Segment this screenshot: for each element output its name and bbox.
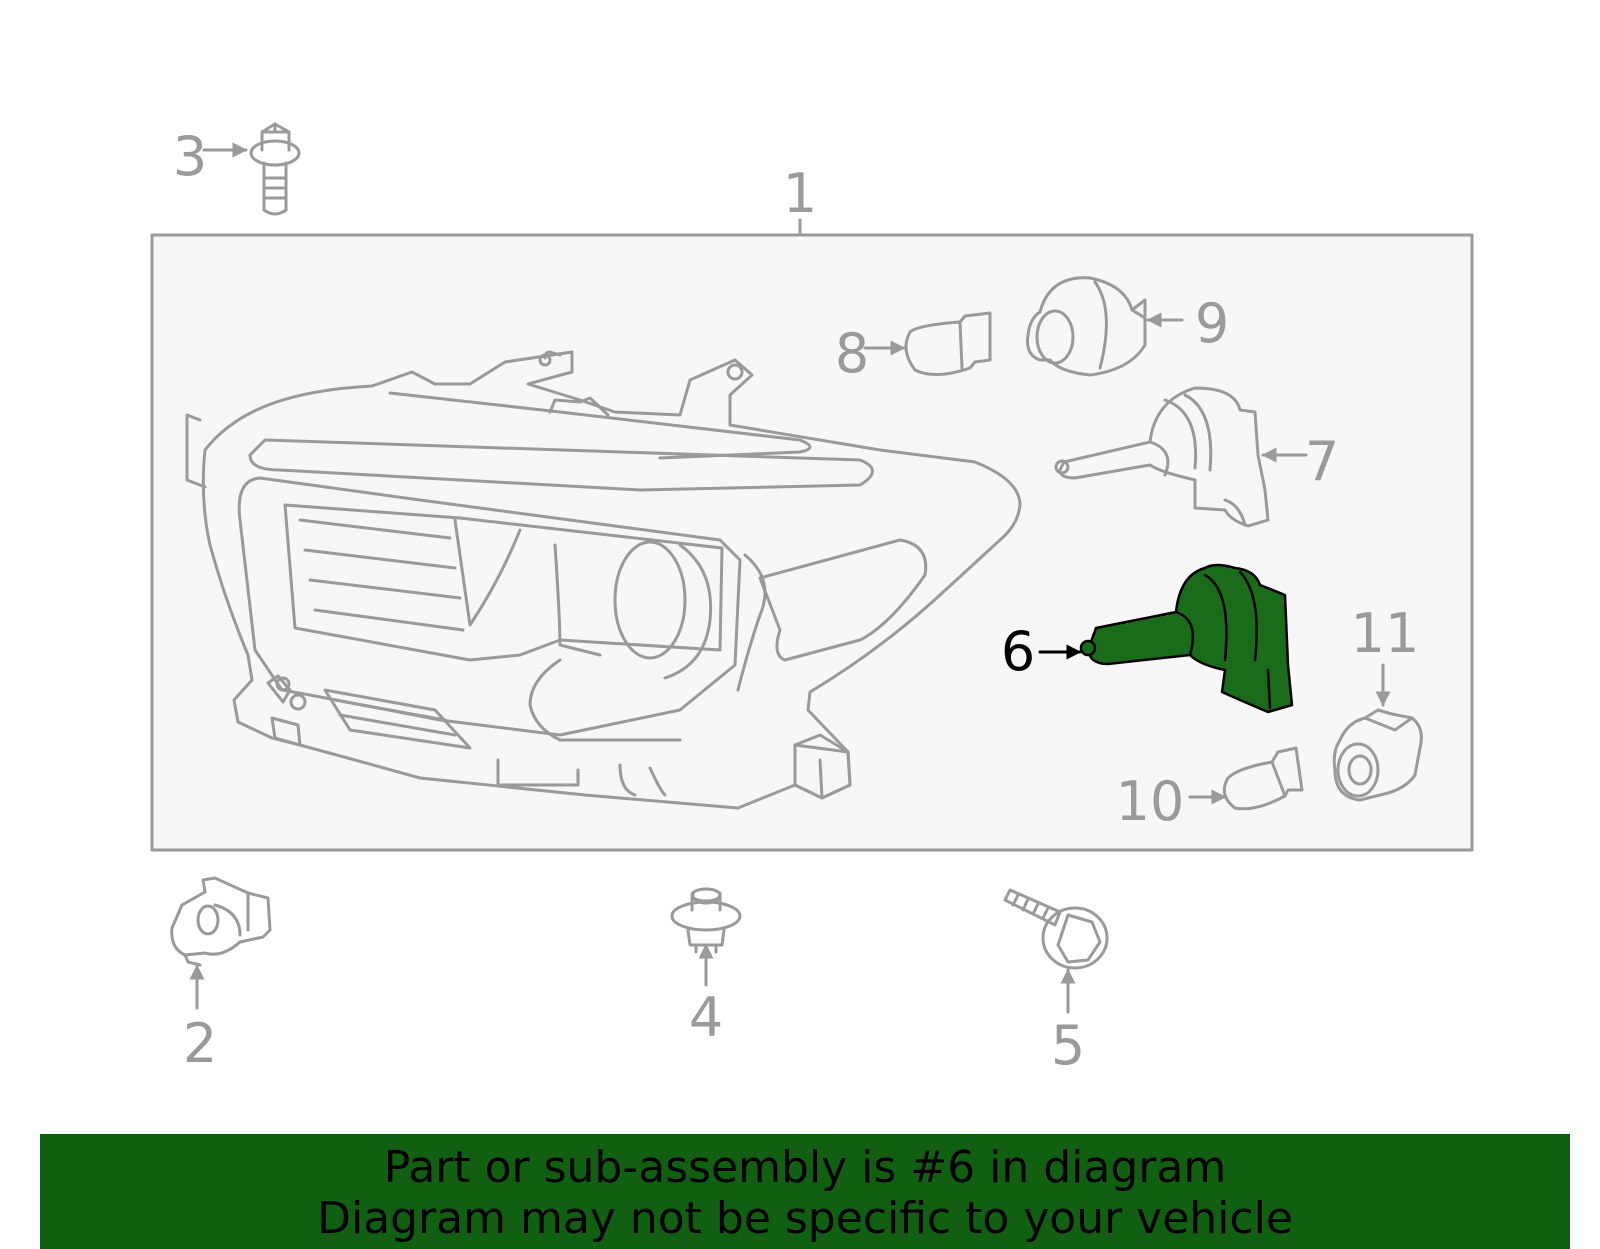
callout-5-label: 5 <box>1051 1014 1085 1077</box>
callout-6-label: 6 <box>1001 620 1035 683</box>
part-5-bolt <box>1003 888 1109 970</box>
part-4-clip <box>670 887 742 954</box>
part-7-bulb <box>1054 386 1270 528</box>
callout-10-label: 10 <box>1116 770 1185 833</box>
part-6-bulb-highlighted <box>1079 563 1294 714</box>
callout-8-label: 8 <box>835 322 869 385</box>
info-banner: Part or sub-assembly is #6 in diagram Di… <box>40 1134 1570 1249</box>
part-2-bracket <box>170 876 272 967</box>
part-9-socket <box>1026 276 1147 377</box>
callout-7-label: 7 <box>1305 430 1339 493</box>
banner-line-2: Diagram may not be specific to your vehi… <box>317 1193 1293 1244</box>
callout-1-label: 1 <box>783 162 817 225</box>
banner-line-1: Part or sub-assembly is #6 in diagram <box>383 1142 1227 1193</box>
part-3-bolt <box>249 122 301 216</box>
callout-4-label: 4 <box>689 986 723 1049</box>
part-11-socket <box>1332 708 1423 802</box>
callout-3-label: 3 <box>173 125 207 188</box>
callout-9-label: 9 <box>1195 292 1229 355</box>
callout-11-label: 11 <box>1351 602 1420 665</box>
headlamp-assembly <box>185 350 1022 810</box>
part-8-bulb <box>904 311 992 376</box>
callout-2-label: 2 <box>183 1012 217 1075</box>
